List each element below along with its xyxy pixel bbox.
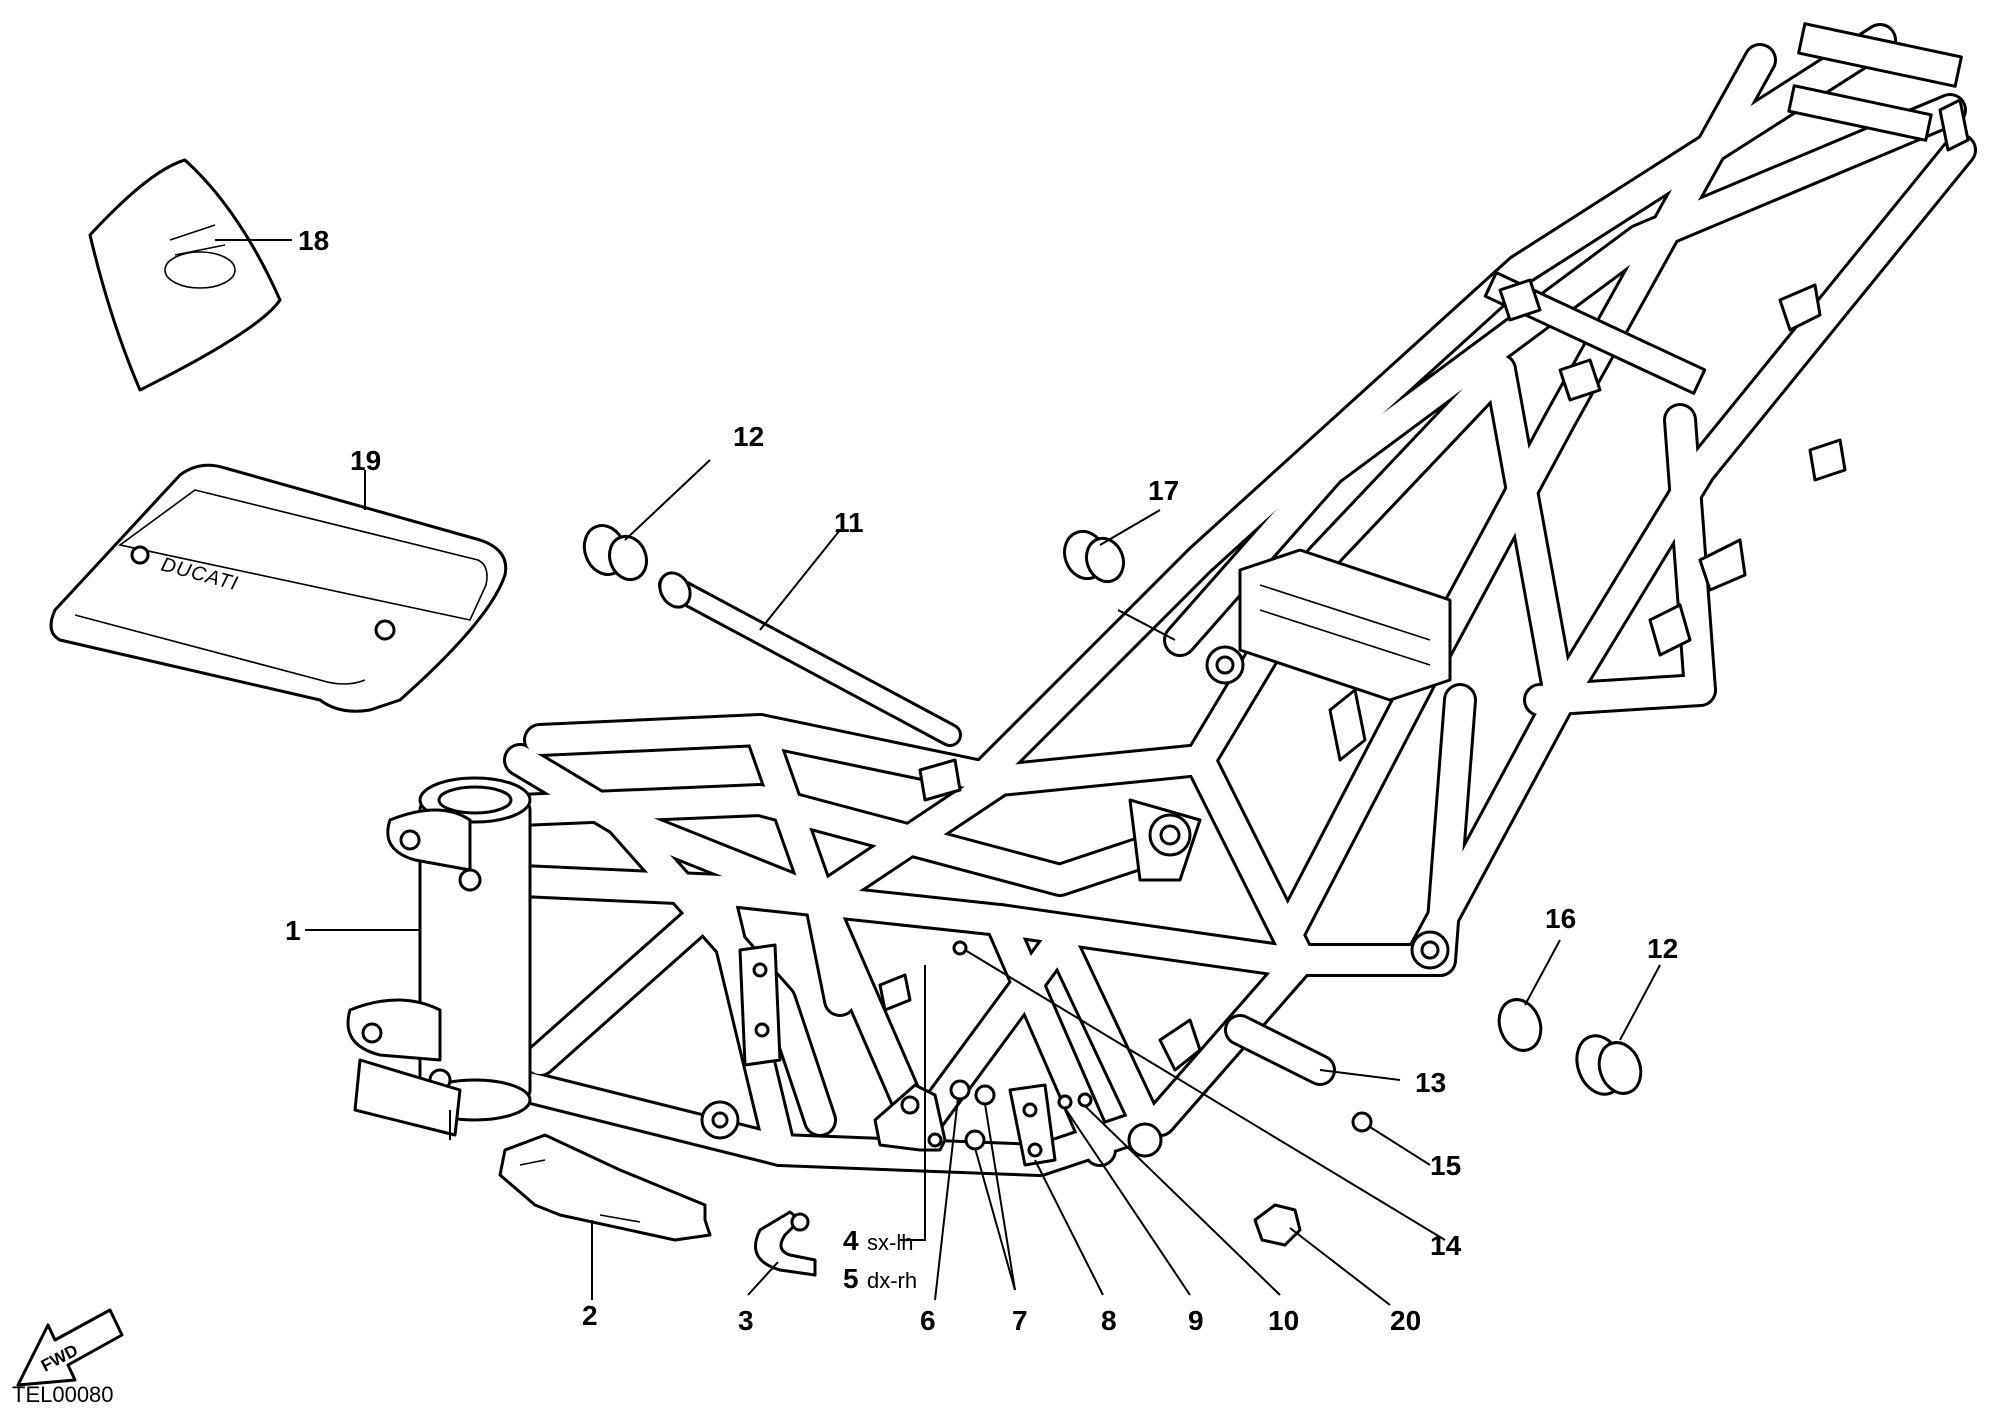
callout-3: 3 — [738, 1305, 754, 1336]
callout-16: 16 — [1545, 903, 1576, 934]
callout-8: 8 — [1101, 1305, 1117, 1336]
callout-4: 4 — [843, 1225, 859, 1256]
part-10-screw[interactable] — [1077, 1092, 1093, 1108]
part-2-plate[interactable] — [498, 1133, 712, 1242]
callout-12-upper: 12 — [733, 421, 764, 452]
part-16-bush[interactable] — [1492, 994, 1547, 1057]
callout-4-suffix: sx-lh — [867, 1230, 913, 1255]
part-13-tube[interactable] — [1224, 1014, 1336, 1086]
part-8-plate[interactable] — [1008, 1083, 1057, 1167]
callout-14: 14 — [1430, 1230, 1462, 1261]
callout-19: 19 — [350, 445, 381, 476]
callout-12-lower: 12 — [1647, 933, 1678, 964]
drawing-code: TEL00080 — [12, 1382, 114, 1407]
frame-assembly[interactable] — [346, 22, 1977, 1177]
callout-1: 1 — [285, 915, 301, 946]
callout-11: 11 — [834, 507, 864, 538]
part-3-clamp[interactable] — [754, 1210, 817, 1277]
callout-9: 9 — [1188, 1305, 1204, 1336]
part-12-bush-lower[interactable] — [1569, 1029, 1648, 1100]
leader-lines — [215, 239, 1661, 1306]
part-4-5-bracket[interactable] — [873, 1083, 947, 1152]
part-7-rubber-upper[interactable] — [974, 1084, 996, 1106]
callout-2: 2 — [582, 1300, 598, 1331]
callout-17: 17 — [1148, 475, 1179, 506]
callouts: 1 2 3 4 sx-lh 5 dx-rh 6 7 8 9 10 11 12 1… — [285, 225, 1678, 1336]
part-18-decal[interactable] — [88, 158, 282, 392]
fwd-arrow-icon: FWD — [16, 1308, 124, 1387]
part-20-plug[interactable] — [1253, 1203, 1302, 1247]
part-9-nut[interactable] — [1057, 1094, 1073, 1110]
part-7-rubber-lower[interactable] — [964, 1129, 986, 1151]
part-19-tool-bag[interactable]: DUCATI — [49, 463, 508, 713]
part-12-bush-upper[interactable] — [578, 520, 653, 585]
callout-6: 6 — [920, 1305, 936, 1336]
callout-7: 7 — [1012, 1305, 1028, 1336]
part-15-bolt[interactable] — [1351, 1111, 1373, 1133]
part-6-bolt[interactable] — [949, 1079, 971, 1101]
part-14-screw[interactable] — [952, 940, 968, 956]
callout-10: 10 — [1268, 1305, 1299, 1336]
part-17-bush[interactable] — [1058, 526, 1129, 587]
callout-20: 20 — [1390, 1305, 1421, 1336]
callout-5: 5 — [843, 1263, 859, 1294]
callout-13: 13 — [1415, 1067, 1446, 1098]
part-11-pin[interactable] — [654, 567, 962, 747]
callout-5-suffix: dx-rh — [867, 1268, 917, 1293]
callout-18: 18 — [298, 225, 329, 256]
callout-15: 15 — [1430, 1150, 1461, 1181]
